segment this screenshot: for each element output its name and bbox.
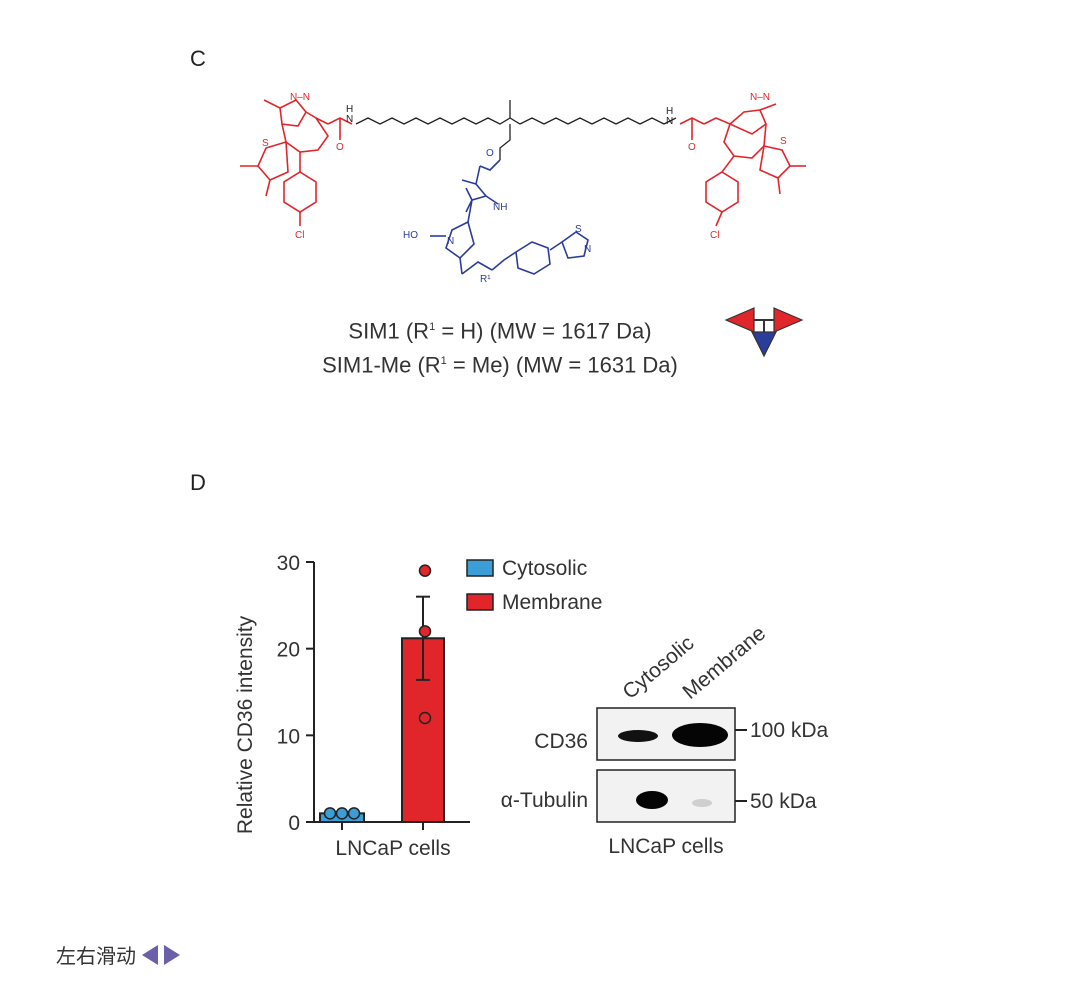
- amide-nh-label: NH: [493, 202, 507, 213]
- panel-d-label: D: [190, 470, 206, 495]
- thiazole-n-label: N: [584, 244, 591, 255]
- right-n-label: N: [666, 116, 673, 127]
- lane-label-membrane: Membrane: [678, 622, 770, 704]
- triazole-n-label: N–N: [290, 92, 310, 103]
- marker-100kda: 100 kDa: [750, 719, 829, 742]
- left-nh-label: H: [346, 104, 353, 115]
- band-cd36-membrane: [672, 723, 728, 747]
- data-point-membrane: [418, 564, 432, 577]
- cd36-bar-chart: Relative CD36 intensity 0 10 20 30 LNCaP ce…: [234, 552, 602, 860]
- band-tubulin-membrane: [692, 799, 712, 807]
- row-label-tubulin: α-Tubulin: [501, 789, 588, 812]
- arrow-right-icon[interactable]: [164, 944, 180, 965]
- chart-bars: [319, 564, 445, 824]
- arrow-left-icon[interactable]: [142, 944, 158, 965]
- caption-line-1-pre: SIM1 (R: [348, 318, 430, 344]
- caption-line-1-sup: 1: [429, 321, 436, 333]
- y-tick-label: 10: [277, 725, 300, 748]
- band-tubulin-cytosolic: [636, 791, 668, 809]
- caption-line-2-sup: 1: [440, 355, 447, 368]
- legend-swatch-membrane: [466, 593, 494, 611]
- legend-label-membrane: Membrane: [502, 591, 602, 614]
- left-o-label: O: [336, 142, 344, 153]
- caption-line-1: SIM1 (R1 = H) (MW = 1617 Da): [250, 312, 750, 346]
- left-cl-label: Cl: [295, 230, 304, 241]
- sim1-structure: N–N S Cl O H N N–N S Cl O H N: [240, 92, 806, 285]
- x-axis-label: LNCaP cells: [335, 837, 450, 860]
- right-triazole-n-label: N–N: [750, 92, 770, 103]
- proline-n-label: N: [447, 236, 454, 247]
- peg-linker: [355, 117, 677, 125]
- blot-xlabel: LNCaP cells: [608, 835, 723, 858]
- vhl-ligand: [430, 159, 589, 275]
- ether-o-label: O: [486, 148, 494, 159]
- swipe-hint[interactable]: 左右滑动: [56, 940, 180, 969]
- y-axis-label: Relative CD36 intensity: [234, 615, 257, 834]
- caption-line-2-pre: SIM1-Me (R: [322, 352, 441, 378]
- marker-50kda: 50 kDa: [750, 790, 817, 813]
- compound-caption: SIM1 (R1 = H) (MW = 1617 Da) SIM1-Me (R1…: [250, 312, 750, 381]
- y-tick-label: 20: [277, 639, 300, 662]
- y-tick-label: 30: [277, 552, 300, 575]
- left-n-label: N: [346, 114, 353, 125]
- left-jq1-moiety: [240, 99, 353, 226]
- data-point-cytosolic: [347, 807, 361, 820]
- data-point-membrane: [418, 711, 432, 725]
- legend-swatch-cytosolic: [466, 559, 494, 577]
- band-cd36-cytosolic: [618, 730, 658, 742]
- row-label-cd36: CD36: [534, 730, 588, 753]
- data-point-cytosolic: [323, 807, 337, 820]
- data-point-membrane: [418, 625, 432, 638]
- legend-label-cytosolic: Cytosolic: [502, 557, 587, 580]
- trivalent-icon: [724, 307, 804, 358]
- data-point-cytosolic: [335, 807, 349, 820]
- right-s-label: S: [780, 136, 787, 147]
- caption-line-2-post: = Me) (MW = 1631 Da): [446, 352, 678, 378]
- right-jq1-moiety: [679, 103, 806, 227]
- chart-legend: Cytosolic Membrane: [466, 557, 602, 614]
- r1-label: R¹: [480, 274, 491, 285]
- swipe-label: 左右滑动: [56, 944, 136, 968]
- thiazole-s-label: S: [575, 224, 582, 235]
- caption-line-1-post: = H) (MW = 1617 Da): [435, 318, 652, 344]
- right-nh-label: H: [666, 106, 673, 117]
- caption-line-2: SIM1-Me (R1 = Me) (MW = 1631 Da): [250, 346, 750, 380]
- thiophene-s-label: S: [262, 138, 269, 149]
- right-cl-label: Cl: [710, 230, 719, 241]
- y-tick-label: 0: [288, 812, 300, 835]
- panel-c-label: C: [190, 46, 206, 71]
- ho-label: HO: [403, 230, 418, 241]
- western-blot: Cytosolic Membrane CD36 α-Tubulin 100 kD…: [501, 622, 829, 858]
- right-o-label: O: [688, 142, 696, 153]
